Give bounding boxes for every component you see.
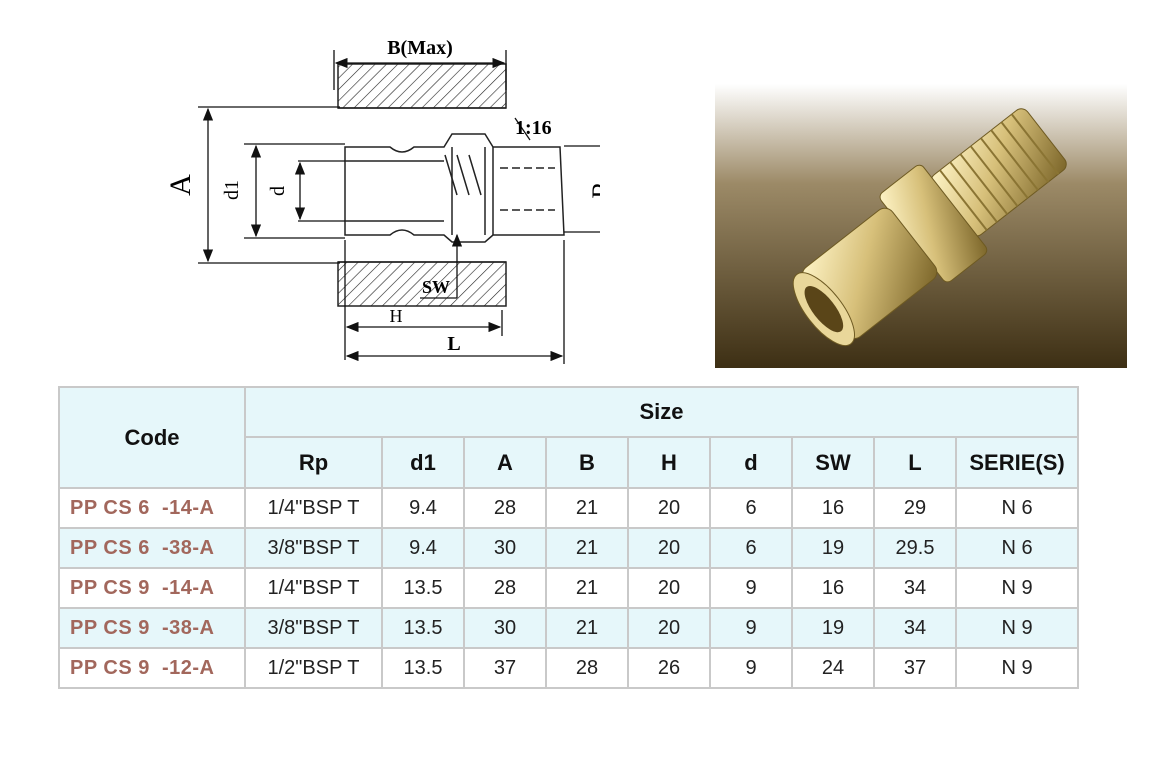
l-cell: 37: [873, 647, 957, 689]
d1-dimension: [244, 143, 345, 239]
serie-cell: N 9: [954, 567, 1080, 609]
d-dimension: [294, 160, 345, 222]
serie-cell: N 9: [954, 647, 1080, 689]
code-cell: PP CS 9 -38-A: [58, 607, 246, 649]
label-taper: 1:16: [515, 117, 552, 139]
table-row: PP CS 9 -12-A 1/2"BSP T 13.5 37 28 26 9 …: [58, 647, 1080, 689]
a-cell: 30: [463, 607, 547, 649]
l-cell: 29: [873, 487, 957, 529]
code-cell: PP CS 9 -12-A: [58, 647, 246, 689]
a-cell: 30: [463, 527, 547, 569]
b-cell: 21: [545, 527, 629, 569]
h-cell: 20: [627, 607, 711, 649]
d-cell: 9: [709, 647, 793, 689]
serie-cell: N 6: [954, 527, 1080, 569]
a-cell: 28: [463, 487, 547, 529]
sw-cell: 16: [791, 487, 875, 529]
rp-cell: 1/4"BSP T: [244, 487, 383, 529]
col-header-l: L: [873, 436, 957, 489]
label-a: A: [164, 174, 197, 196]
label-b-max: B(Max): [387, 37, 453, 59]
code-cell: PP CS 6 -38-A: [58, 527, 246, 569]
h-dimension: [344, 240, 503, 360]
sw-leader: [420, 233, 463, 299]
label-r: R: [587, 181, 600, 199]
sw-cell: 16: [791, 567, 875, 609]
serie-cell: N 6: [954, 487, 1080, 529]
a-dimension: [198, 106, 340, 264]
b-max-dimension: [333, 50, 507, 90]
rp-cell: 3/8"BSP T: [244, 527, 383, 569]
rp-cell: 3/8"BSP T: [244, 607, 383, 649]
col-header-b: B: [545, 436, 629, 489]
d1-cell: 9.4: [381, 487, 465, 529]
taper-leader: [514, 117, 531, 141]
l-cell: 34: [873, 567, 957, 609]
label-d1: d1: [221, 180, 243, 200]
code-header: Code: [58, 386, 246, 489]
l-cell: 34: [873, 607, 957, 649]
table-row: PP CS 6 -38-A 3/8"BSP T 9.4 30 21 20 6 1…: [58, 527, 1080, 569]
table-row: PP CS 9 -38-A 3/8"BSP T 13.5 30 21 20 9 …: [58, 607, 1080, 649]
code-cell: PP CS 9 -14-A: [58, 567, 246, 609]
technical-drawing: B(Max) A d1 d 1:16 R: [164, 37, 600, 364]
b-cell: 21: [545, 607, 629, 649]
header-row-columns: Rp d1 A B H d SW L SERIE(S): [59, 436, 1080, 489]
a-cell: 37: [463, 647, 547, 689]
header-row-top: Code Size: [58, 386, 1080, 489]
product-photo: [715, 84, 1127, 368]
label-d: d: [267, 186, 289, 196]
label-l: L: [447, 333, 460, 355]
col-header-rp: Rp: [244, 436, 383, 489]
label-h: H: [390, 306, 403, 326]
col-header-h: H: [627, 436, 711, 489]
sw-cell: 24: [791, 647, 875, 689]
table-row: PP CS 9 -14-A 1/4"BSP T 13.5 28 21 20 9 …: [58, 567, 1080, 609]
d-cell: 9: [709, 607, 793, 649]
d-cell: 6: [709, 527, 793, 569]
d1-cell: 13.5: [381, 607, 465, 649]
b-cell: 28: [545, 647, 629, 689]
l-dimension: [345, 240, 565, 364]
housing-section: [337, 63, 507, 307]
d1-cell: 13.5: [381, 647, 465, 689]
col-header-d1: d1: [381, 436, 465, 489]
col-header-d: d: [709, 436, 793, 489]
sw-cell: 19: [791, 527, 875, 569]
rp-cell: 1/4"BSP T: [244, 567, 383, 609]
a-cell: 28: [463, 567, 547, 609]
h-cell: 20: [627, 527, 711, 569]
l-cell: 29.5: [873, 527, 957, 569]
h-cell: 26: [627, 647, 711, 689]
d-cell: 9: [709, 567, 793, 609]
serie-cell: N 9: [954, 607, 1080, 649]
sw-cell: 19: [791, 607, 875, 649]
size-header: Size: [243, 386, 1080, 438]
b-cell: 21: [545, 567, 629, 609]
col-header-a: A: [463, 436, 547, 489]
d1-cell: 9.4: [381, 527, 465, 569]
plug-body: [344, 133, 565, 243]
r-dimension: [564, 145, 600, 233]
spec-table: Code Size Rp d1 A B H d SW L SERIE(S) PP…: [58, 386, 1080, 689]
d-cell: 6: [709, 487, 793, 529]
col-header-serie: SERIE(S): [954, 436, 1080, 489]
label-sw: SW: [422, 277, 450, 297]
h-cell: 20: [627, 567, 711, 609]
code-cell: PP CS 6 -14-A: [58, 487, 246, 529]
h-cell: 20: [627, 487, 711, 529]
b-cell: 21: [545, 487, 629, 529]
rp-cell: 1/2"BSP T: [244, 647, 383, 689]
d1-cell: 13.5: [381, 567, 465, 609]
table-row: PP CS 6 -14-A 1/4"BSP T 9.4 28 21 20 6 1…: [58, 487, 1080, 529]
col-header-sw: SW: [791, 436, 875, 489]
